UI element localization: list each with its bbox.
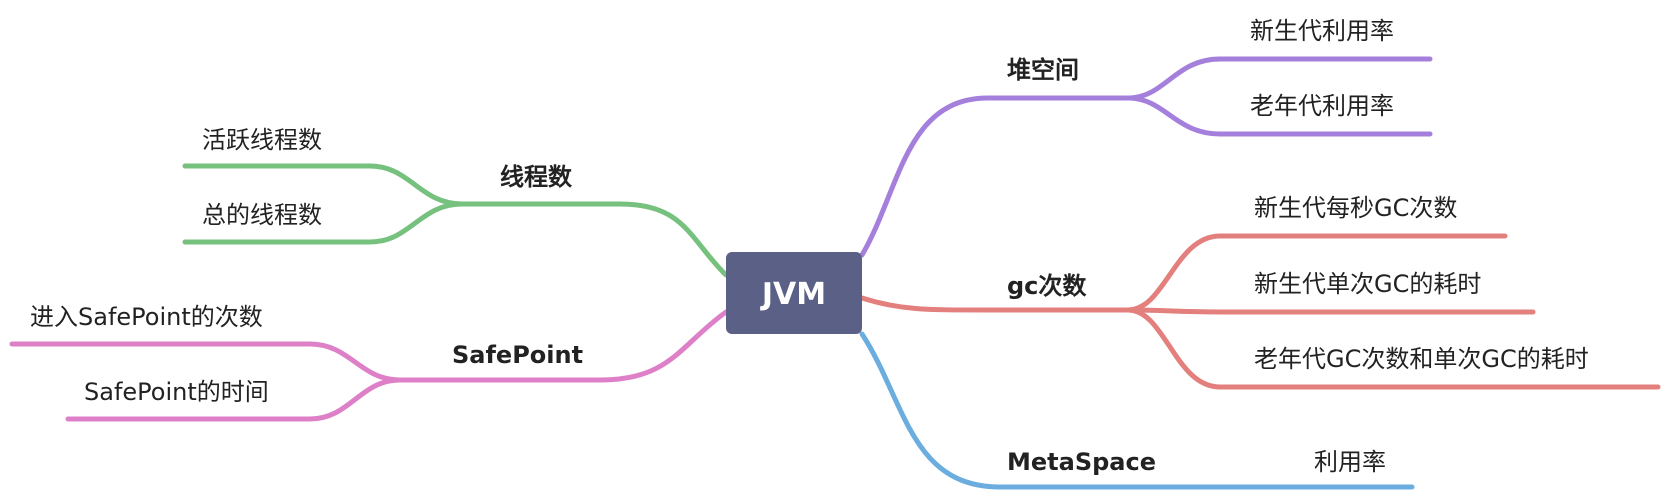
edge-safepoint-child-2 [65, 377, 403, 422]
edge-root-heap [859, 95, 1131, 258]
root-node[interactable]: JVM [726, 252, 862, 334]
branch-safepoint-label[interactable]: SafePoint [452, 341, 583, 369]
gc-child-label[interactable]: 老年代GC次数和单次GC的耗时 [1254, 345, 1589, 373]
edge-heap-child-1 [1125, 56, 1433, 101]
edge-gc-child-1 [1125, 233, 1508, 313]
root-node-label: JVM [760, 277, 826, 312]
edge-root-safepoint [397, 309, 729, 383]
threads-child-label[interactable]: 总的线程数 [202, 201, 322, 229]
edge-safepoint-child-1 [9, 341, 403, 383]
threads-child-label[interactable]: 活跃线程数 [202, 126, 322, 154]
metaspace-child-label[interactable]: 利用率 [1314, 448, 1386, 476]
safepoint-child-label[interactable]: SafePoint的时间 [84, 378, 269, 406]
edge-heap-child-2 [1125, 95, 1433, 137]
edge-threads-child-1 [182, 163, 465, 207]
edge-root-metaspace [859, 331, 1415, 490]
safepoint-child-label[interactable]: 进入SafePoint的次数 [30, 303, 263, 331]
branch-heap-label[interactable]: 堆空间 [1007, 56, 1079, 84]
gc-child-label[interactable]: 新生代每秒GC次数 [1254, 194, 1457, 222]
edge-gc-child-3 [1125, 307, 1661, 390]
heap-child-label[interactable]: 新生代利用率 [1250, 17, 1394, 45]
heap-child-label[interactable]: 老年代利用率 [1250, 92, 1394, 120]
gc-child-label[interactable]: 新生代单次GC的耗时 [1254, 270, 1481, 298]
branch-metaspace-label[interactable]: MetaSpace [1007, 448, 1156, 476]
edge-gc-child-2 [1125, 307, 1536, 315]
branch-threads-label[interactable]: 线程数 [500, 163, 573, 191]
edge-root-gc [859, 295, 1131, 313]
root-node-box [726, 252, 862, 334]
edge-root-threads [459, 201, 729, 278]
edge-threads-child-2 [182, 201, 465, 245]
branch-gc-label[interactable]: gc次数 [1007, 272, 1087, 300]
